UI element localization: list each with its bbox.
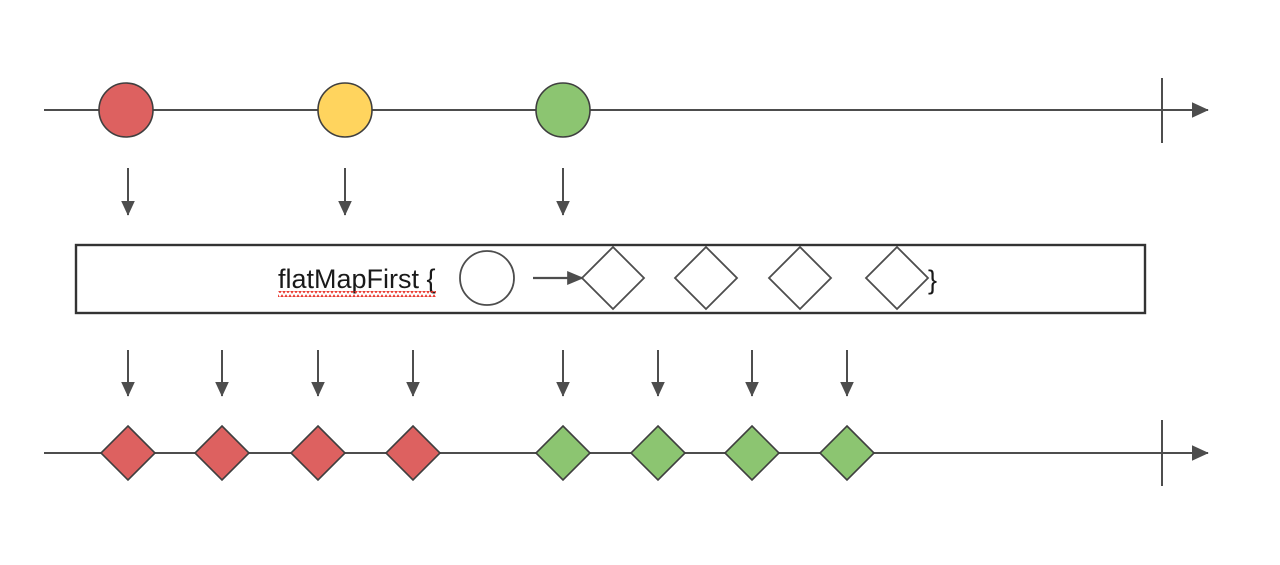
operator-closing-brace: } bbox=[928, 265, 937, 295]
result-timeline bbox=[44, 420, 1209, 486]
source-marble-yellow[interactable] bbox=[317, 82, 373, 138]
source-marble-red[interactable] bbox=[98, 82, 154, 138]
result-marble-green-1[interactable] bbox=[534, 424, 592, 482]
operator-output-diamond-4-icon bbox=[864, 245, 930, 311]
source-timeline bbox=[44, 78, 1209, 143]
result-marble-red-2[interactable] bbox=[193, 424, 251, 482]
result-marble-green-4[interactable] bbox=[818, 424, 876, 482]
operator-output-diamond-3-icon bbox=[767, 245, 833, 311]
result-marble-red-4[interactable] bbox=[384, 424, 442, 482]
source-marble-green[interactable] bbox=[535, 82, 591, 138]
operator-input-circle-icon bbox=[459, 250, 515, 306]
input-arrow-group bbox=[121, 168, 570, 216]
output-arrow-group bbox=[121, 350, 854, 397]
result-marble-red-1[interactable] bbox=[99, 424, 157, 482]
result-marble-green-2[interactable] bbox=[629, 424, 687, 482]
operator-label: flatMapFirst { bbox=[278, 264, 436, 294]
operator-output-diamond-1-icon bbox=[580, 245, 646, 311]
result-marble-green-3[interactable] bbox=[723, 424, 781, 482]
spellcheck-underline bbox=[278, 291, 436, 297]
flatmapfirst-operator-box[interactable]: flatMapFirst { } bbox=[74, 243, 1147, 315]
operator-output-diamond-2-icon bbox=[673, 245, 739, 311]
result-marble-red-3[interactable] bbox=[289, 424, 347, 482]
